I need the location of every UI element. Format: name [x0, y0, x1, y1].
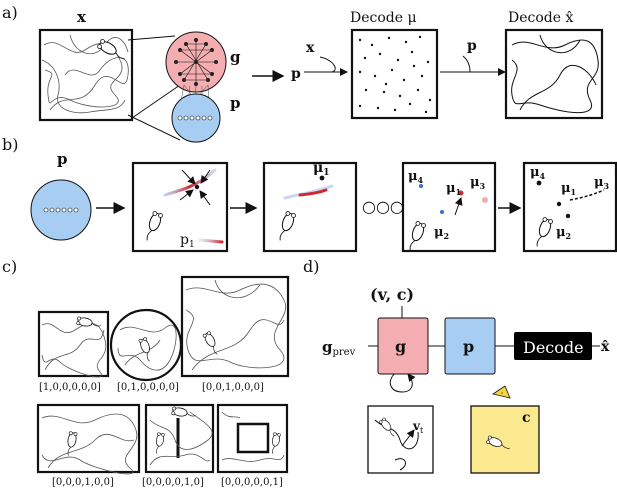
x-label: x — [77, 8, 87, 26]
env-large — [180, 275, 290, 378]
b-box-4 — [522, 161, 617, 253]
x-arrow-label: x — [306, 40, 315, 56]
ellipsis: ○○○ — [362, 197, 404, 216]
b-mu3-box4: μ3 — [594, 175, 610, 191]
decode-xhat-title: Decode x̂ — [508, 10, 573, 26]
d-p-label: p — [463, 337, 474, 356]
d-velocity-box — [367, 405, 434, 474]
b-mu2-box3: μ2 — [434, 225, 449, 241]
recurrence-loop — [389, 373, 416, 393]
d-context-box — [470, 405, 540, 474]
code-4: [0,0,0,0,1,0] — [142, 477, 204, 488]
cheese-icon — [492, 385, 511, 399]
b-box-1 — [131, 161, 229, 253]
panel-label-c: c) — [2, 257, 17, 276]
decode-mu-title: Decode μ — [350, 10, 417, 26]
b-mu4-box4: μ4 — [530, 165, 546, 181]
environment-box — [38, 28, 134, 122]
panel-label-d: d) — [303, 257, 319, 276]
b-mu1-box3: μ1 — [446, 181, 461, 197]
code-2: [0,0,1,0,0,0] — [202, 382, 264, 393]
d-g-label: g — [395, 337, 406, 356]
d-p-box: p — [444, 317, 496, 375]
b-mu1-box4: μ1 — [561, 181, 576, 197]
d-vt: vt — [412, 419, 424, 435]
b-p-population — [30, 179, 92, 241]
env-wall — [144, 403, 215, 474]
d-decode-label: Decode — [523, 338, 584, 357]
b-mu1-box2: μ1 — [313, 160, 330, 178]
code-1: [0,1,0,0,0,0] — [117, 382, 179, 393]
d-gprev: gprev — [322, 338, 356, 358]
b-mu4-box3: μ4 — [408, 169, 424, 185]
b-mu2-box4: μ2 — [556, 225, 571, 241]
g-network — [165, 31, 227, 119]
env-wide — [36, 403, 141, 475]
code-0: [1,0,0,0,0,0] — [39, 382, 101, 393]
decode-mu-box — [350, 28, 439, 120]
code-3: [0,0,0,1,0,0] — [52, 477, 114, 488]
d-c-label: c — [522, 410, 531, 426]
p-arrow2-label: p — [467, 38, 477, 54]
d-g-box: g — [377, 317, 429, 375]
b-box-3 — [401, 161, 497, 254]
d-decode-box: Decode — [514, 332, 592, 360]
p-population — [171, 93, 221, 143]
panel-label-b: b) — [2, 135, 18, 154]
b-box-2 — [262, 161, 358, 253]
d-inputs: (v, c) — [370, 285, 414, 304]
p-label: p — [230, 94, 241, 112]
b-p-label: p — [57, 150, 68, 168]
g-label: g — [230, 48, 241, 66]
b-mu3-box3: μ3 — [470, 175, 486, 191]
env-square-obstacle — [216, 403, 289, 474]
mu-points — [358, 35, 432, 114]
decode-xhat-box — [504, 28, 604, 120]
panel-label-a: a) — [2, 3, 18, 22]
p-arrow-label: p — [291, 66, 301, 82]
code-5: [0,0,0,0,0,1] — [221, 477, 283, 488]
p1-label: p1 — [180, 232, 195, 250]
d-xhat: x̂ — [601, 339, 610, 355]
env-square — [37, 310, 110, 378]
env-circle — [109, 308, 183, 382]
